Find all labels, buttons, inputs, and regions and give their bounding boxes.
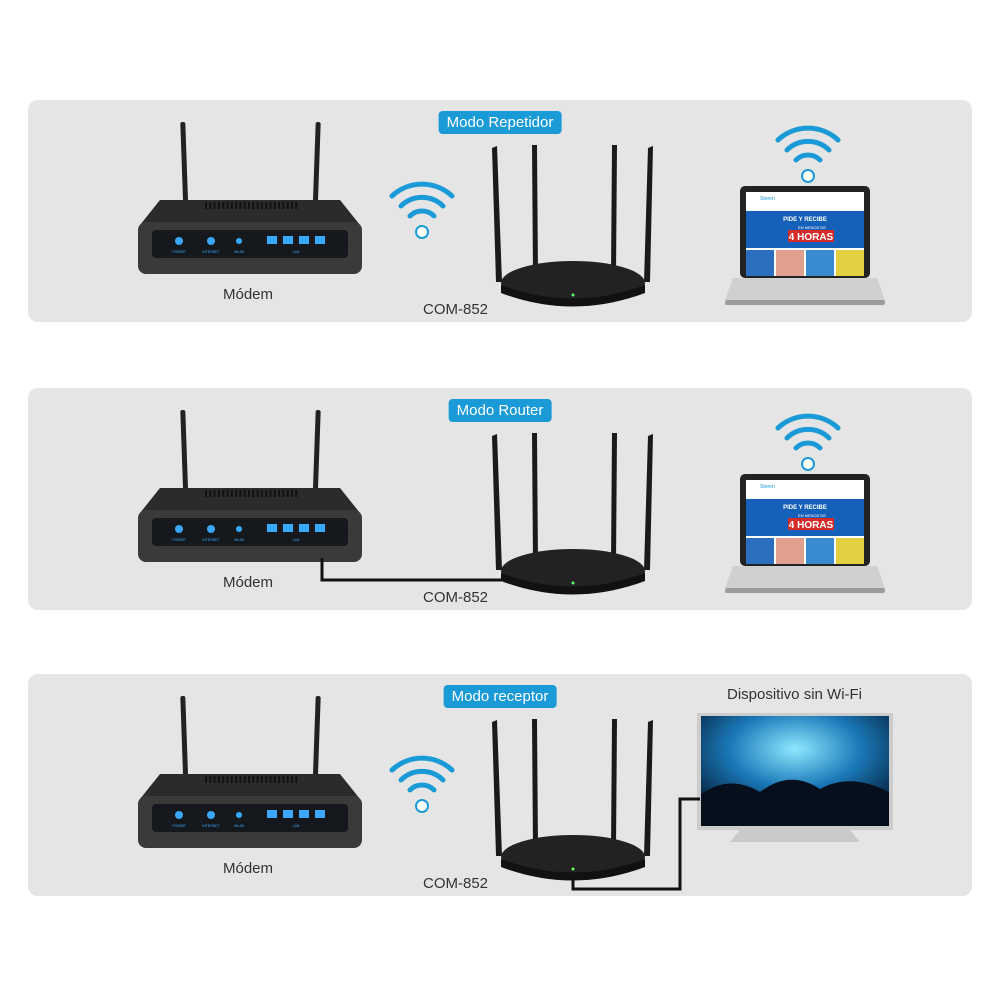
wifi-icon [775,413,841,471]
banner-line1: PIDE Y RECIBE [783,217,827,223]
banner-line3: 4 HORAS [789,232,834,243]
lan-label: LAN [293,250,300,254]
ethernet-cable [320,558,505,582]
laptop-device: Steren PIDE Y RECIBE EN MENOS DE 4 HORAS [725,474,885,593]
laptop-brand: Steren [760,196,775,202]
modem-device: POWER INTERNET WLAN LAN [138,122,362,274]
wlan-label: WLAN [234,824,245,828]
banner-line2: EN MENOS DE [798,225,826,230]
modem-label: Módem [223,286,274,303]
internet-label: INTERNET [202,250,220,254]
banner-line2: EN MENOS DE [798,513,826,518]
mode-badge: Modo Repetidor [438,111,562,134]
router-device [492,719,653,881]
power-label: POWER [172,250,186,254]
lan-label: LAN [293,538,300,542]
panel-modo-router: POWER INTERNET WLAN LAN Steren PIDE Y RE… [28,388,972,610]
power-label: POWER [172,824,186,828]
modem-device: POWER INTERNET WLAN LAN [138,410,362,562]
panel-modo-repetidor: POWER INTERNET WLAN LAN Steren PIDE Y RE… [28,100,972,322]
wlan-label: WLAN [234,538,245,542]
router-device [492,433,653,595]
ethernet-cable [571,797,700,891]
router-device [492,145,653,307]
modem-label: Módem [223,860,274,877]
router-label: COM-852 [423,589,489,606]
lan-label: LAN [293,824,300,828]
laptop-brand: Steren [760,484,775,490]
internet-label: INTERNET [202,538,220,542]
router-label: COM-852 [423,875,489,892]
wifi-icon [389,755,455,813]
modem-label: Módem [223,574,274,591]
internet-label: INTERNET [202,824,220,828]
banner-line1: PIDE Y RECIBE [783,505,827,511]
mode-badge: Modo receptor [443,685,557,708]
modem-device: POWER INTERNET WLAN LAN [138,696,362,848]
wlan-label: WLAN [234,250,245,254]
router-label: COM-852 [423,301,489,318]
tv-device [697,713,893,842]
mode-badge: Modo Router [448,399,552,422]
banner-line3: 4 HORAS [789,520,834,531]
laptop-device: Steren PIDE Y RECIBE EN MENOS DE 4 HORAS [725,186,885,305]
client-label: Dispositivo sin Wi-Fi [727,686,863,703]
wifi-icon [389,181,455,239]
power-label: POWER [172,538,186,542]
panel-modo-receptor: POWER INTERNET WLAN LAN Modo receptor Mó… [28,674,972,896]
wifi-icon [775,125,841,183]
